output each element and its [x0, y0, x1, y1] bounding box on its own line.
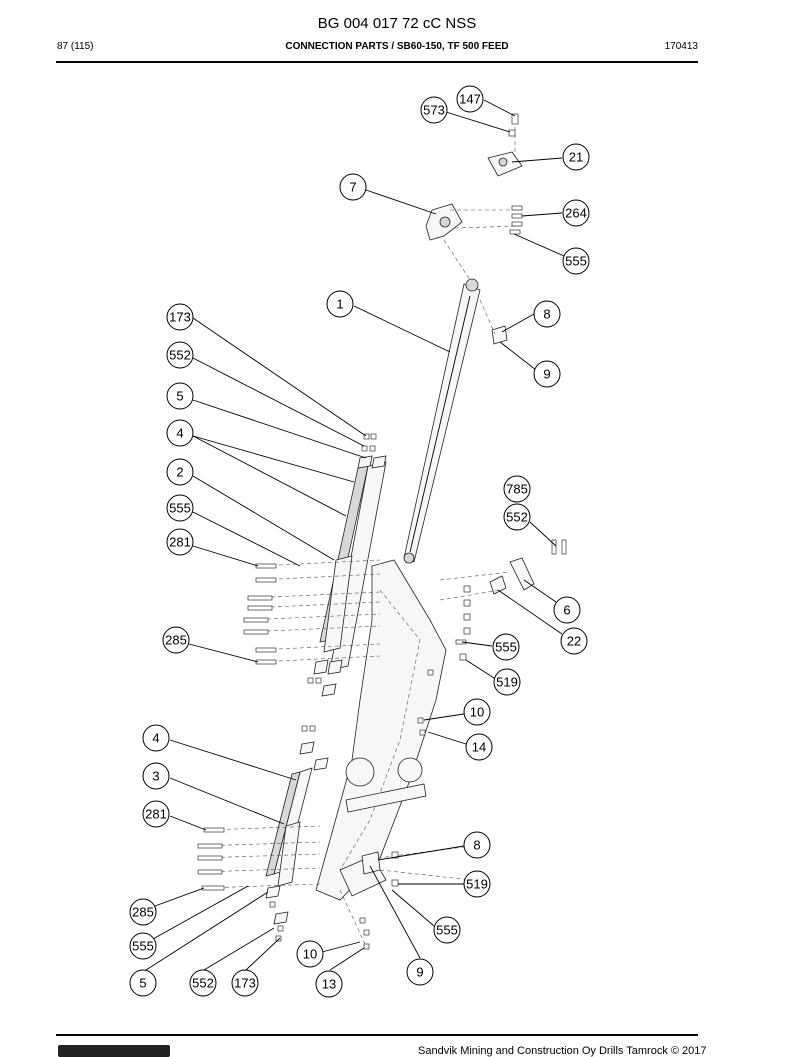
callout-173: 173 — [231, 969, 259, 997]
svg-text:555: 555 — [436, 923, 458, 938]
callout-6: 6 — [553, 596, 581, 624]
svg-text:1: 1 — [336, 297, 343, 312]
svg-text:264: 264 — [565, 206, 587, 221]
callout-519: 519 — [493, 668, 521, 696]
callout-13: 13 — [315, 970, 343, 998]
svg-text:8: 8 — [543, 307, 550, 322]
callout-555: 555 — [433, 916, 461, 944]
svg-text:552: 552 — [192, 976, 214, 991]
svg-text:21: 21 — [569, 150, 583, 165]
callout-573: 573 — [420, 96, 448, 124]
svg-text:10: 10 — [303, 947, 317, 962]
svg-text:555: 555 — [565, 254, 587, 269]
callout-5: 5 — [166, 382, 194, 410]
callout-555: 555 — [562, 247, 590, 275]
svg-text:2: 2 — [176, 465, 183, 480]
callout-3: 3 — [142, 762, 170, 790]
svg-text:147: 147 — [459, 92, 481, 107]
callout-264: 264 — [562, 199, 590, 227]
callout-552: 552 — [166, 341, 194, 369]
svg-text:285: 285 — [165, 633, 187, 648]
svg-text:555: 555 — [495, 640, 517, 655]
svg-text:285: 285 — [132, 905, 154, 920]
callout-5: 5 — [129, 969, 157, 997]
svg-text:5: 5 — [176, 389, 183, 404]
callout-519: 519 — [463, 870, 491, 898]
header-rule — [56, 61, 698, 63]
drawing-geometry — [197, 113, 567, 950]
footer-copyright: Sandvik Mining and Construction Oy Drill… — [418, 1045, 707, 1057]
svg-text:519: 519 — [466, 877, 488, 892]
callout-281: 281 — [166, 528, 194, 556]
callout-10: 10 — [463, 698, 491, 726]
sheet-title: CONNECTION PARTS / SB60-150, TF 500 FEED — [285, 41, 509, 52]
svg-text:6: 6 — [563, 603, 570, 618]
svg-text:173: 173 — [234, 976, 256, 991]
callout-147: 147 — [456, 85, 484, 113]
svg-text:281: 281 — [145, 807, 167, 822]
callout-7: 7 — [339, 173, 367, 201]
svg-text:281: 281 — [169, 535, 191, 550]
svg-text:173: 173 — [169, 310, 191, 325]
callout-555: 555 — [492, 633, 520, 661]
callout-8: 8 — [463, 831, 491, 859]
svg-text:555: 555 — [169, 501, 191, 516]
callout-9: 9 — [406, 958, 434, 986]
upper-bolt-rows — [243, 559, 381, 665]
callout-4: 4 — [142, 724, 170, 752]
callout-552: 552 — [503, 503, 531, 531]
callout-14: 14 — [465, 733, 493, 761]
svg-text:785: 785 — [506, 482, 528, 497]
callout-555: 555 — [166, 494, 194, 522]
callout-552: 552 — [189, 969, 217, 997]
callout-22: 22 — [560, 627, 588, 655]
svg-text:10: 10 — [470, 705, 484, 720]
callout-173: 173 — [166, 303, 194, 331]
callout-10: 10 — [296, 940, 324, 968]
svg-text:4: 4 — [176, 426, 183, 441]
svg-text:3: 3 — [152, 769, 159, 784]
part-callouts: 147 573 21 7 264 555 1 8 9 173 552 5 4 2… — [129, 85, 590, 998]
callout-4: 4 — [166, 419, 194, 447]
callout-555: 555 — [129, 932, 157, 960]
callout-21: 21 — [562, 143, 590, 171]
callout-285: 285 — [162, 626, 190, 654]
svg-text:7: 7 — [349, 180, 356, 195]
svg-text:555: 555 — [132, 939, 154, 954]
leader-lines — [143, 99, 565, 971]
sandvik-logo — [58, 1045, 170, 1057]
svg-text:22: 22 — [567, 634, 581, 649]
svg-text:5: 5 — [139, 976, 146, 991]
svg-text:8: 8 — [473, 838, 480, 853]
svg-text:552: 552 — [506, 510, 528, 525]
callout-8: 8 — [533, 300, 561, 328]
svg-text:9: 9 — [416, 965, 423, 980]
svg-text:519: 519 — [496, 675, 518, 690]
svg-text:14: 14 — [472, 740, 486, 755]
footer-rule — [56, 1034, 698, 1036]
callout-2: 2 — [166, 458, 194, 486]
svg-text:552: 552 — [169, 348, 191, 363]
svg-text:9: 9 — [543, 367, 550, 382]
page-number: 87 (115) — [57, 41, 94, 52]
callout-281: 281 — [142, 800, 170, 828]
callout-9: 9 — [533, 360, 561, 388]
lower-bolt-rows — [197, 825, 321, 891]
document-date: 170413 — [664, 41, 698, 52]
svg-text:4: 4 — [152, 731, 159, 746]
callout-285: 285 — [129, 898, 157, 926]
callout-785: 785 — [503, 475, 531, 503]
callout-1: 1 — [326, 290, 354, 318]
svg-text:573: 573 — [423, 103, 445, 118]
document-code: BG 004 017 72 cC NSS — [317, 15, 477, 32]
svg-text:13: 13 — [322, 977, 336, 992]
